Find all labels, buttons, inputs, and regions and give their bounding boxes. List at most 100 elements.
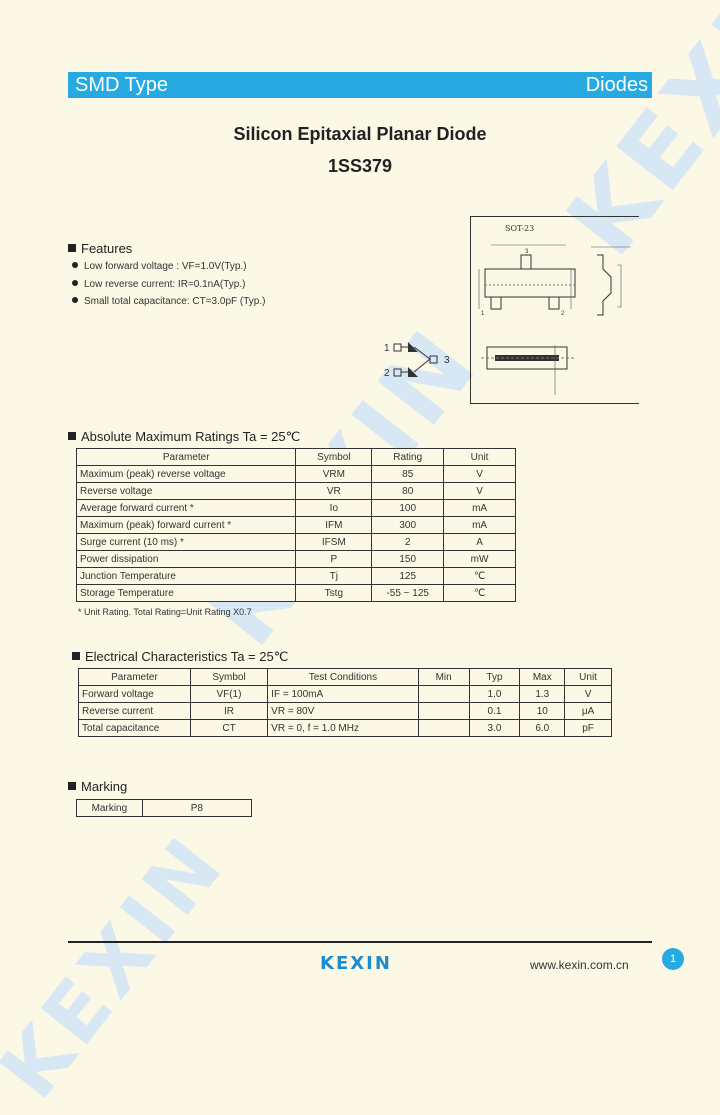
header-cell: Unit — [564, 668, 612, 686]
table-row: Storage Temperature Tstg -55 ~ 125 ℃ — [75, 584, 516, 602]
table-cell: Tj — [295, 567, 373, 585]
header-cell: Typ — [468, 668, 521, 686]
bullet-square-icon — [68, 244, 76, 252]
schematic-pin-1: 1 — [384, 343, 390, 354]
table-cell: mA — [443, 499, 516, 517]
table-cell — [417, 702, 470, 720]
table-cell: V — [443, 465, 516, 483]
feature-item: Low reverse current: IR=0.1nA(Typ.) — [72, 279, 245, 290]
table-cell: Surge current (10 ms) * — [75, 533, 297, 551]
table-row: Marking P8 — [76, 799, 253, 817]
table-cell: ℃ — [443, 567, 516, 585]
table-cell: Maximum (peak) forward current * — [75, 516, 297, 534]
table-cell: 80 — [371, 482, 445, 500]
table-row: Average forward current * Io 100 mA — [75, 499, 516, 517]
table-cell: Forward voltage — [78, 685, 191, 703]
table-row: Junction Temperature Tj 125 ℃ — [75, 567, 516, 585]
table-cell: 300 — [371, 516, 445, 534]
table-row: Reverse current IR VR = 80V 0.1 10 μA — [78, 702, 612, 720]
bullet-square-icon — [68, 782, 76, 790]
header-cell: Symbol — [189, 668, 269, 686]
table-cell: Io — [295, 499, 373, 517]
table-row: Maximum (peak) reverse voltage VRM 85 V — [75, 465, 516, 483]
table-cell: Average forward current * — [75, 499, 297, 517]
package-outline-drawing: SOT-23 3 1 2 — [470, 216, 639, 404]
table-cell: VR — [295, 482, 373, 500]
table-cell: 125 — [371, 567, 445, 585]
document-title: Silicon Epitaxial Planar Diode — [233, 124, 487, 144]
table-row: Surge current (10 ms) * IFSM 2 A — [75, 533, 516, 551]
diode-schematic: 1 2 3 — [384, 336, 464, 386]
pin-label-2: 2 — [561, 311, 565, 317]
table-cell: IR — [189, 702, 269, 720]
table-cell: A — [443, 533, 516, 551]
table-cell: mA — [443, 516, 516, 534]
table-cell: VRM — [295, 465, 373, 483]
table-cell: pF — [564, 719, 612, 737]
header-type: SMD Type — [75, 74, 168, 96]
header-banner: SMD Type Diodes — [68, 72, 652, 98]
table-cell: 2 — [371, 533, 445, 551]
table-cell — [417, 719, 470, 737]
header-cell: Parameter — [78, 668, 191, 686]
bullet-dot-icon — [72, 280, 78, 286]
header-cell: Rating — [371, 448, 445, 466]
marking-label: Marking — [76, 799, 143, 817]
table-row: Forward voltage VF(1) IF = 100mA 1.0 1.3… — [78, 685, 612, 703]
abs-max-heading: Absolute Maximum Ratings Ta = 25℃ — [68, 429, 300, 445]
table-cell: IF = 100mA — [267, 685, 419, 703]
feature-item: Small total capacitance: CT=3.0pF (Typ.) — [72, 296, 265, 307]
table-cell: V — [443, 482, 516, 500]
marking-value: P8 — [141, 799, 253, 817]
watermark: KEXIN — [0, 817, 244, 1115]
bullet-square-icon — [68, 432, 76, 440]
schematic-pin-2: 2 — [384, 368, 390, 379]
kexin-logo: KEXIN — [320, 953, 392, 974]
table-cell: Maximum (peak) reverse voltage — [75, 465, 297, 483]
rating-note: * Unit Rating. Total Rating=Unit Rating … — [78, 607, 252, 617]
schematic-svg: 1 2 3 — [384, 342, 450, 379]
header-cell: Symbol — [295, 448, 373, 466]
table-cell: Tstg — [295, 584, 373, 602]
table-row: Maximum (peak) forward current * IFM 300… — [75, 516, 516, 534]
header-category: Diodes — [585, 74, 648, 96]
table-cell: Junction Temperature — [75, 567, 297, 585]
header-cell: Parameter — [75, 448, 297, 466]
elec-heading: Electrical Characteristics Ta = 25℃ — [72, 649, 288, 665]
package-drawing-svg: SOT-23 3 1 2 — [478, 224, 631, 395]
marking-table: Marking P8 — [76, 799, 253, 817]
footer-divider — [68, 941, 652, 943]
table-cell: 85 — [371, 465, 445, 483]
table-cell: VF(1) — [189, 685, 269, 703]
marking-heading: Marking — [68, 779, 127, 794]
table-cell: 0.1 — [468, 702, 521, 720]
page-number-badge: 1 — [662, 948, 684, 970]
table-cell: 1.3 — [519, 685, 566, 703]
package-name: SOT-23 — [505, 224, 534, 233]
bullet-dot-icon — [72, 262, 78, 268]
table-cell: IFM — [295, 516, 373, 534]
pin-label-1: 1 — [481, 311, 485, 317]
pin-label-3: 3 — [525, 249, 529, 255]
table-cell: mW — [443, 550, 516, 568]
table-cell — [417, 685, 470, 703]
feature-item: Low forward voltage : VF=1.0V(Typ.) — [72, 261, 247, 272]
table-cell: VR = 0, f = 1.0 MHz — [267, 719, 419, 737]
table-cell: VR = 80V — [267, 702, 419, 720]
table-header-row: Parameter Symbol Rating Unit — [75, 448, 516, 466]
table-cell: P — [295, 550, 373, 568]
table-row: Power dissipation P 150 mW — [75, 550, 516, 568]
table-row: Reverse voltage VR 80 V — [75, 482, 516, 500]
table-cell: Power dissipation — [75, 550, 297, 568]
table-cell: 100 — [371, 499, 445, 517]
abs-max-table: Parameter Symbol Rating Unit Maximum (pe… — [75, 448, 516, 602]
table-cell: 10 — [519, 702, 566, 720]
table-cell: Total capacitance — [78, 719, 191, 737]
table-cell: Reverse voltage — [75, 482, 297, 500]
table-cell: Reverse current — [78, 702, 191, 720]
elec-char-table: Parameter Symbol Test Conditions Min Typ… — [78, 668, 612, 737]
header-cell: Unit — [443, 448, 516, 466]
table-row: Total capacitance CT VR = 0, f = 1.0 MHz… — [78, 719, 612, 737]
website-link[interactable]: www.kexin.com.cn — [530, 958, 629, 972]
table-cell: 150 — [371, 550, 445, 568]
